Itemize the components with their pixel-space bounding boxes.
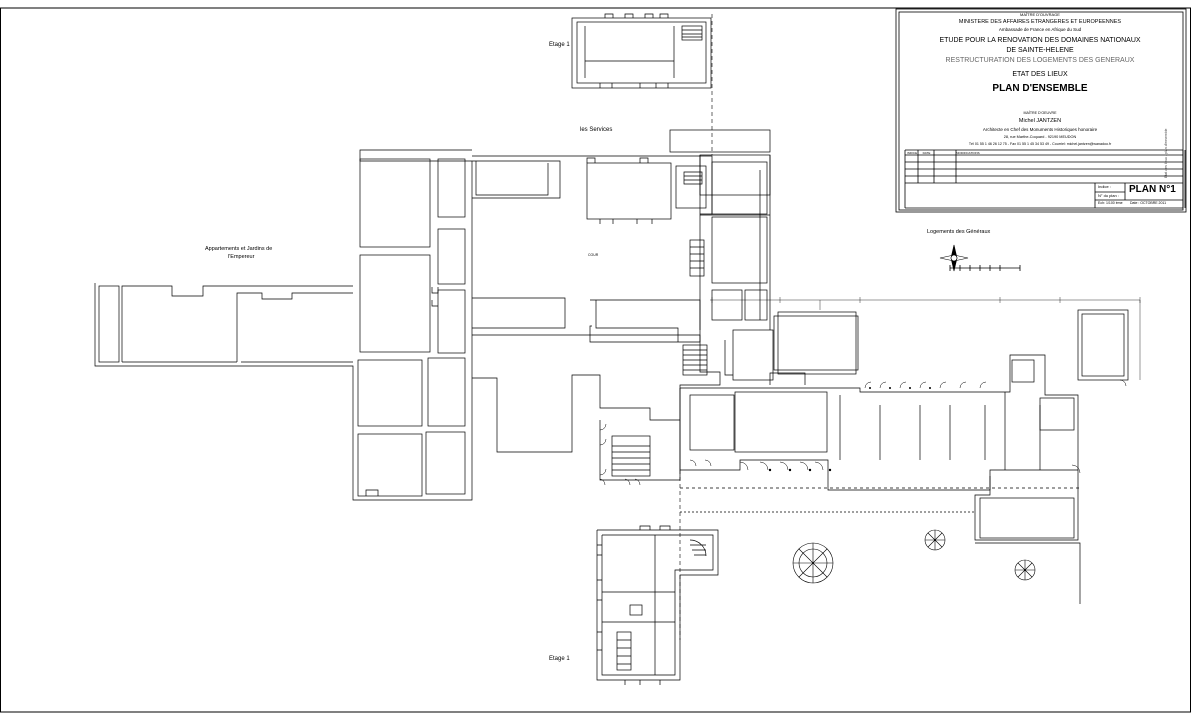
study-line-1: ETUDE POUR LA RENOVATION DES DOMAINES NA…: [939, 37, 1141, 44]
architect-heading: MAÎTRE D'OEUVRE: [1023, 111, 1057, 115]
label-logements: Logements des Généraux: [927, 229, 991, 235]
indice-label: Indice :: [1098, 184, 1111, 189]
date-label: Date : OCTOBRE 2011: [1130, 201, 1167, 205]
table-header-indice: INDICE: [906, 151, 918, 155]
compass-icon: [939, 244, 969, 272]
restructuring-line: RESTRUCTURATION DES LOGEMENTS DES GENERA…: [945, 57, 1135, 64]
architect-title: Architecte en Chef des Monuments Histori…: [982, 127, 1098, 132]
plan-number: PLAN N°1: [1129, 184, 1176, 195]
empereur-wing: [94, 149, 561, 501]
ministry-name: MINISTERE DES AFFAIRES ETRANGERES ET EUR…: [958, 19, 1122, 25]
generaux-wing: [679, 309, 1129, 604]
hedge-marks: [768, 387, 931, 472]
state-line: ETAT DES LIEUX: [1012, 71, 1068, 78]
label-etage-top: Etage 1: [549, 42, 570, 48]
label-appartements-1: Appartements et Jardins de: [205, 246, 273, 252]
owner-heading: MAÎTRE D'OUVRAGE: [1020, 12, 1060, 17]
label-appartements-2: l'Empereur: [228, 254, 255, 260]
axis-lines: [679, 14, 713, 640]
study-line-2: DE SAINTE-HELENE: [1006, 47, 1074, 54]
top-etage-annex: [571, 13, 712, 89]
door-arcs: [599, 379, 1127, 486]
architect-address: 28, rue Marthe-Coquard - 92190 MEUDON: [1003, 135, 1077, 139]
embassy-name: Ambassade de France en Afrique du Sud: [998, 27, 1082, 32]
corridor-wing: [669, 129, 774, 381]
tree-icons: [792, 529, 1036, 584]
table-header-modifications: MODIFICATIONS: [956, 151, 980, 155]
bottom-etage-annex: [596, 525, 719, 685]
scale-label: Ech: 1/100 ème: [1098, 201, 1123, 205]
dimension-lines: [710, 297, 1141, 380]
label-cour: COUR: [588, 253, 599, 257]
architect-name: Michel JANTZEN: [1018, 118, 1062, 124]
label-etage-bottom: Etage 1: [549, 656, 570, 662]
services-block: [472, 155, 721, 481]
table-header-date: DATE: [922, 151, 931, 155]
plan-name: PLAN D'ENSEMBLE: [992, 83, 1088, 94]
scale-bar: [949, 265, 1021, 271]
number-label: N° du plan :: [1098, 193, 1119, 198]
architect-contact: Tél 01 55 1 46 26 12 75 - Fax 01 55 1 45…: [968, 142, 1112, 146]
label-services: les Services: [580, 127, 613, 133]
title-block-frame: [895, 8, 1187, 213]
side-text: Etat des lieux - plan d'ensemble: [1164, 128, 1168, 178]
